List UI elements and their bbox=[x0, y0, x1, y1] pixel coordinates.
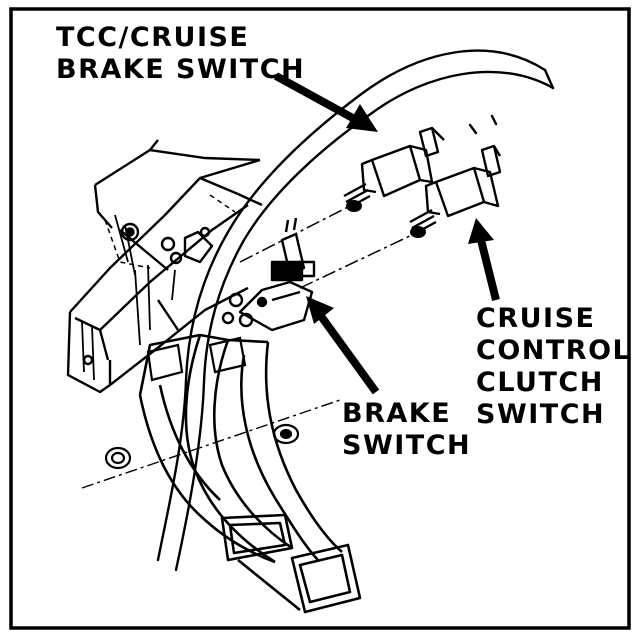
cruise-label-line1: CRUISE bbox=[476, 303, 596, 334]
wire-harness bbox=[156, 49, 555, 572]
brake-switch-label: BRAKE SWITCH bbox=[342, 398, 471, 462]
cruise-control-clutch-switch bbox=[409, 144, 502, 236]
bracket-shading bbox=[81, 214, 176, 381]
cruise-label-line4: SWITCH bbox=[476, 399, 606, 430]
brake-pedal-arm bbox=[138, 333, 343, 564]
cruise-label-line2: CONTROL bbox=[476, 335, 632, 366]
callout-arrowheads bbox=[306, 104, 494, 324]
diagram-border bbox=[9, 7, 631, 630]
callout-arrows bbox=[274, 72, 500, 395]
tcc-switch-plunger bbox=[346, 200, 362, 212]
tcc-cruise-brake-switch-label: TCC/CRUISE BRAKE SWITCH bbox=[56, 22, 305, 86]
alignment-lines bbox=[239, 205, 415, 289]
cruise-label-line3: CLUTCH bbox=[476, 367, 604, 398]
tcc-label-line1: TCC/CRUISE bbox=[56, 22, 250, 53]
brake-switch-mount bbox=[221, 217, 316, 332]
pedal-pivot bbox=[104, 336, 300, 470]
tcc-label-line2: BRAKE SWITCH bbox=[56, 54, 306, 85]
bracket-hidden-lines bbox=[104, 194, 236, 269]
brake-label-line2: SWITCH bbox=[342, 430, 472, 461]
cruise-switch-plunger bbox=[410, 226, 426, 238]
brake-label-line1: BRAKE bbox=[342, 398, 452, 429]
pivot-centerline bbox=[81, 399, 341, 489]
cruise-control-clutch-switch-label: CRUISE CONTROL CLUTCH SWITCH bbox=[476, 303, 631, 431]
mounting-bracket bbox=[66, 139, 263, 394]
pedal-pads bbox=[220, 513, 362, 614]
tcc-cruise-brake-switch bbox=[343, 126, 445, 210]
